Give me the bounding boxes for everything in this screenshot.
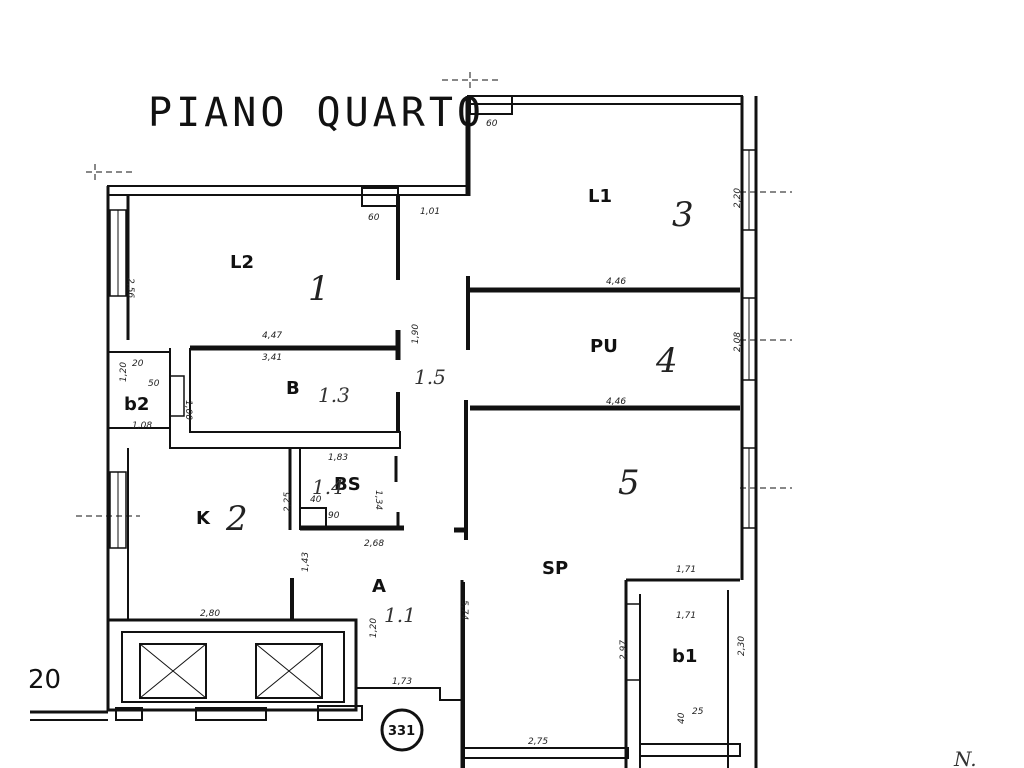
room-label-l1: L1 bbox=[588, 186, 612, 207]
room-label-bs: BS bbox=[334, 474, 361, 495]
dim-label: 1,20 bbox=[119, 362, 129, 382]
unit-stamp: 331 bbox=[380, 708, 424, 752]
dim-label: 1,71 bbox=[676, 565, 696, 575]
dim-label: 20 bbox=[132, 359, 144, 369]
dim-label: 60 bbox=[368, 213, 380, 223]
hand-number-k: 2 bbox=[225, 499, 248, 539]
hand-number-a: 1.1 bbox=[384, 603, 416, 627]
hand-number-sp: 5 bbox=[618, 463, 640, 503]
dim-label: 25 bbox=[692, 707, 704, 717]
dim-label: 60 bbox=[486, 119, 498, 129]
room-label-b: B bbox=[286, 378, 300, 399]
dim-label: 2,25 bbox=[283, 492, 293, 512]
dim-label: 5,74 bbox=[459, 600, 469, 620]
corner-mark: N. bbox=[953, 747, 977, 768]
room-label-b1: b1 bbox=[672, 646, 697, 667]
dim-label: 2,68 bbox=[364, 539, 384, 549]
dim-label: 1,08 bbox=[132, 421, 152, 431]
dimension-labels: 60 60 1,01 2,56 4,47 3,41 1,90 4,46 4,46… bbox=[119, 119, 747, 747]
room-label-pu: PU bbox=[590, 336, 618, 357]
dim-label: 40 bbox=[677, 712, 687, 724]
dim-label: 1,71 bbox=[676, 611, 696, 621]
dim-label: 1,20 bbox=[369, 618, 379, 638]
hand-number-corridor: 1.5 bbox=[414, 365, 446, 389]
dim-label: 90 bbox=[328, 511, 340, 521]
room-label-l2: L2 bbox=[230, 252, 254, 273]
dim-label: 2,80 bbox=[200, 609, 220, 619]
dim-label: 2,56 bbox=[125, 278, 135, 298]
dim-label: 4,47 bbox=[262, 331, 282, 341]
room-label-k: K bbox=[196, 508, 211, 529]
room-label-b2: b2 bbox=[124, 394, 149, 415]
windows bbox=[109, 149, 757, 681]
hand-number-l1: 3 bbox=[672, 195, 694, 235]
dim-label: 4,46 bbox=[606, 277, 626, 287]
room-labels: L2 L1 PU B b2 BS K A SP b1 bbox=[124, 186, 697, 667]
hand-number-pu: 4 bbox=[655, 341, 678, 381]
dim-label: 4,46 bbox=[606, 397, 626, 407]
plan-title: PIANO QUARTO bbox=[148, 90, 485, 136]
dim-label: 1,73 bbox=[392, 677, 412, 687]
dim-label: 2,97 bbox=[619, 640, 629, 660]
dim-label: 1,34 bbox=[373, 490, 383, 510]
dim-label: 1,00 bbox=[183, 400, 193, 420]
dim-label: 50 bbox=[148, 379, 160, 389]
handwritten-numbers: 1 3 4 5 2 1.3 1.4 1.5 1.1 bbox=[225, 195, 694, 627]
elevator-shafts bbox=[139, 643, 323, 699]
dim-label: 1,43 bbox=[301, 552, 311, 572]
hand-number-b: 1.3 bbox=[318, 383, 350, 407]
hand-number-l2: 1 bbox=[308, 269, 330, 309]
unit-stamp-number: 331 bbox=[388, 724, 415, 739]
dim-label: 2,20 bbox=[733, 188, 743, 208]
dim-label: 3,41 bbox=[262, 353, 282, 363]
margin-number: 20 bbox=[28, 665, 61, 695]
room-label-a: A bbox=[372, 576, 386, 597]
axis-marks bbox=[76, 72, 792, 517]
dim-label: 1,83 bbox=[328, 453, 348, 463]
dim-label: 1,90 bbox=[411, 324, 421, 344]
dim-label: 40 bbox=[310, 495, 322, 505]
dim-label: 1,01 bbox=[420, 207, 440, 217]
dim-label: 2,30 bbox=[737, 636, 747, 656]
interior-walls bbox=[108, 196, 740, 768]
hand-number-bs: 1.4 bbox=[312, 475, 344, 499]
room-label-sp: SP bbox=[542, 558, 568, 579]
dim-label: 2,08 bbox=[733, 332, 743, 352]
dim-label: 2,75 bbox=[528, 737, 548, 747]
